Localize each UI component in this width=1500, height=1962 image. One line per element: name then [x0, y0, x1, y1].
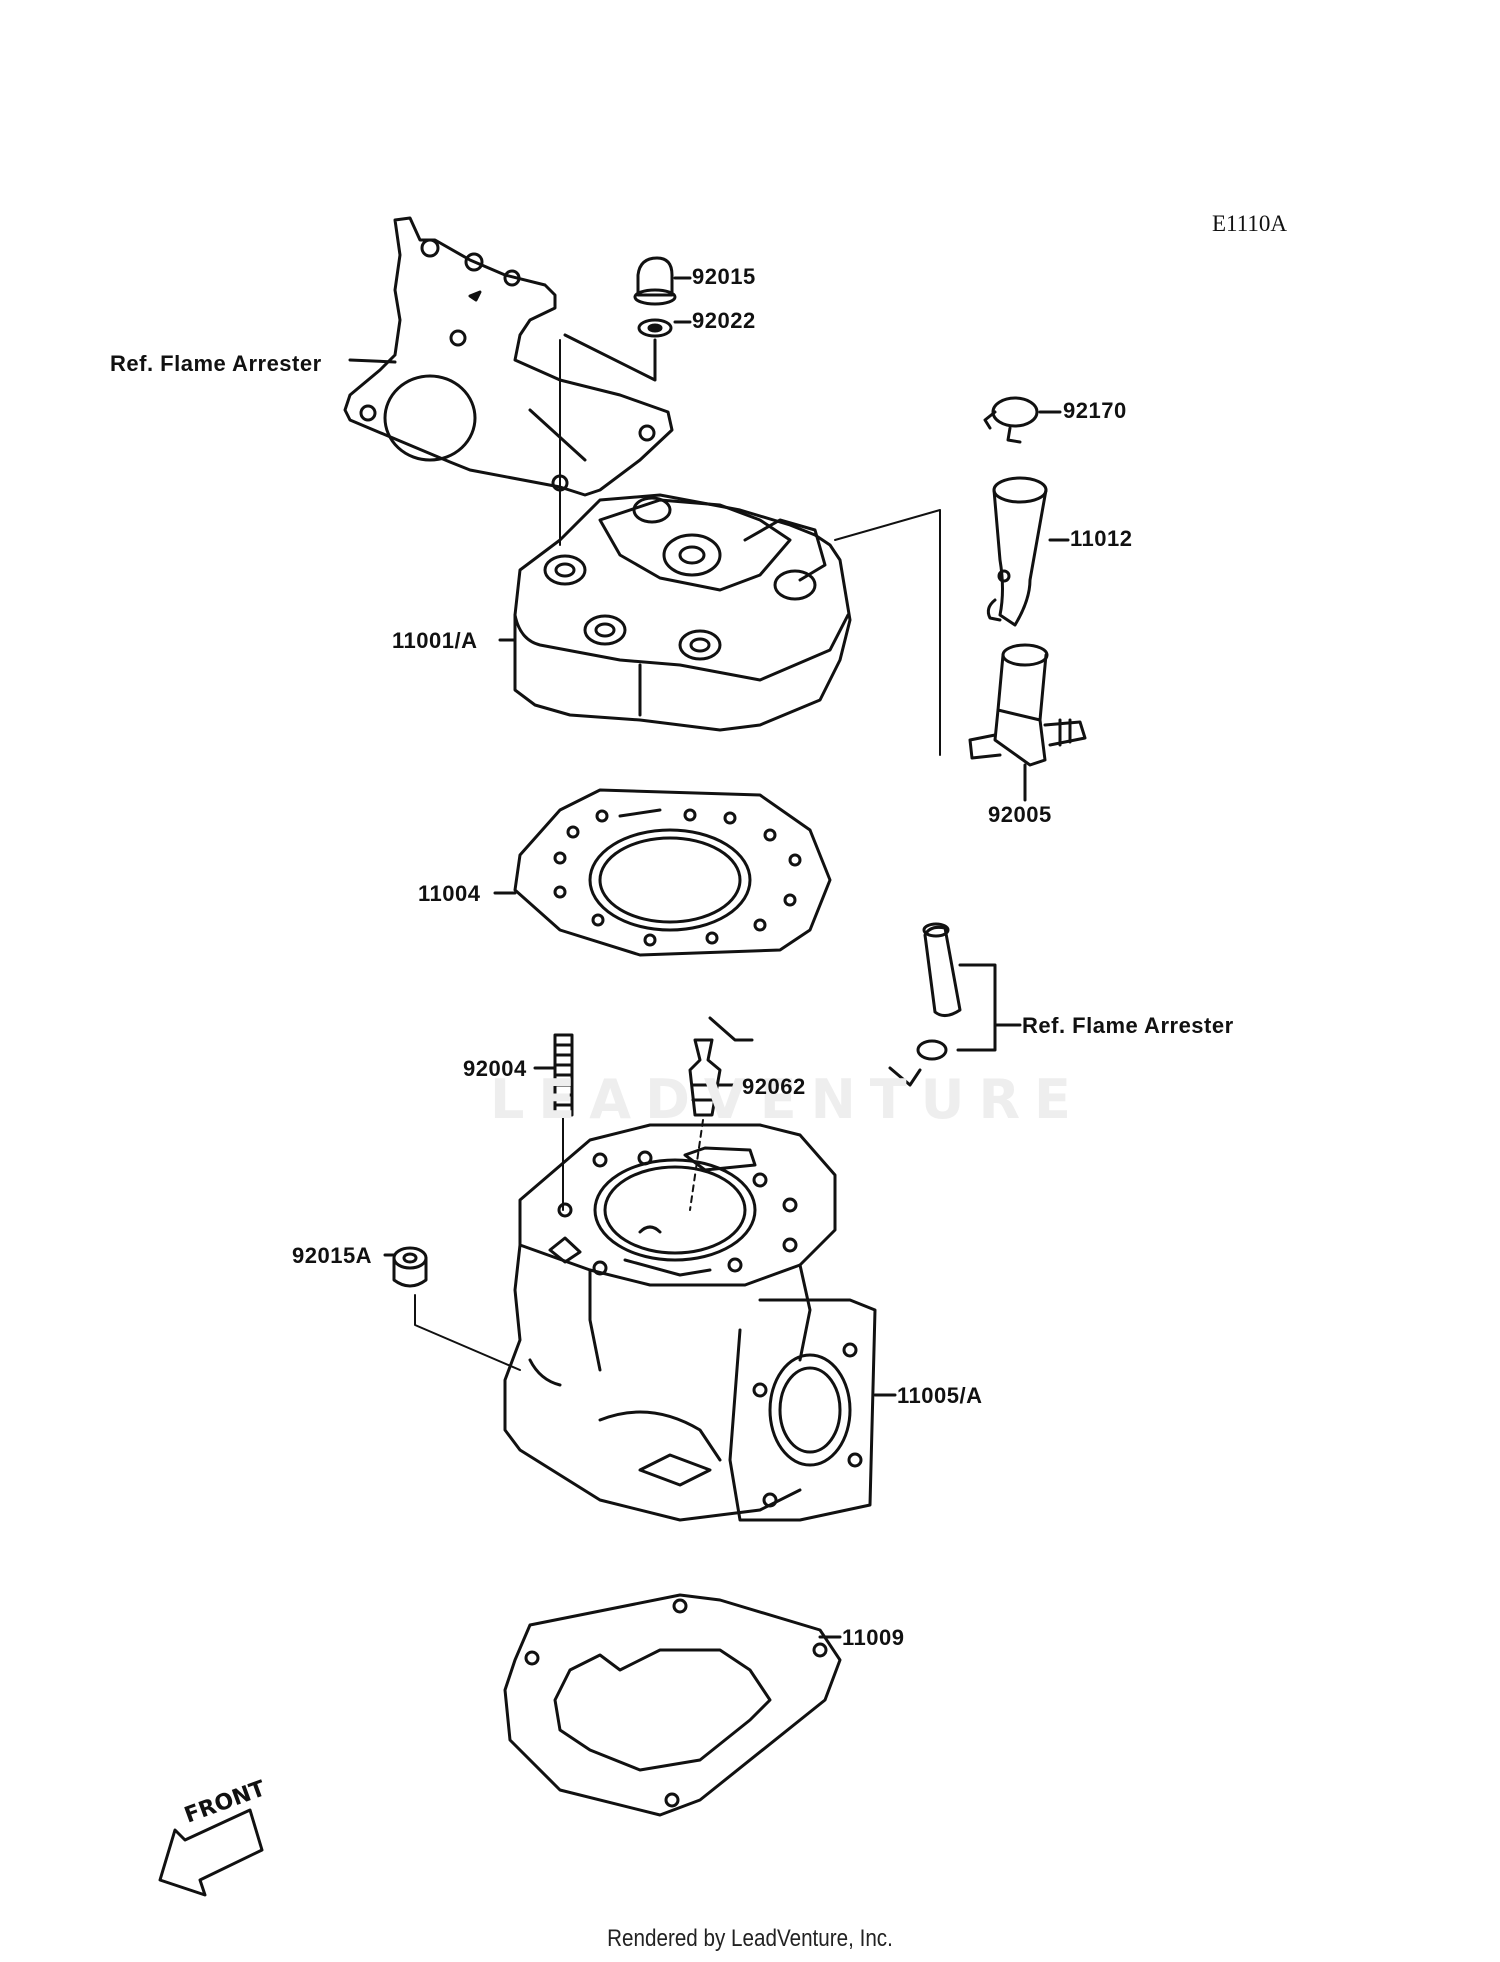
cap-nut-washer: [559, 256, 692, 546]
head-gasket: [493, 788, 832, 957]
diagram-code: E1110A: [1212, 211, 1287, 236]
part-label-92170: 92170: [1063, 398, 1127, 423]
part-label-92005: 92005: [988, 802, 1052, 827]
part-label-92004: 92004: [463, 1056, 527, 1081]
part-label-92015: 92015: [692, 264, 756, 289]
flange-nut: [383, 1246, 521, 1371]
hose-clamp: [983, 396, 1062, 444]
cylinder-head: [498, 493, 852, 732]
part-label-11012: 11012: [1070, 526, 1133, 551]
part-label-92022: 92022: [692, 308, 756, 333]
front-arrow-shape: [158, 1808, 264, 1897]
part-label-92015a: 92015A: [292, 1243, 373, 1268]
water-fitting: [968, 643, 1087, 802]
part-label-11009: 11009: [842, 1625, 905, 1650]
part-label-92062: 92062: [742, 1074, 806, 1099]
flame-arrester-bracket: [343, 216, 674, 497]
part-label-11001a: 11001/A: [392, 628, 478, 653]
watermark: LEADVENTURE: [490, 1068, 1085, 1131]
bypass-hose: [986, 476, 1070, 627]
leader-head-fitting: [834, 509, 941, 756]
part-label-11004: 11004: [418, 881, 481, 906]
part-label-ref-flame-arrester-mid: Ref. Flame Arrester: [1022, 1013, 1234, 1038]
cylinder: [503, 1123, 897, 1522]
stud-bolt: [533, 1033, 574, 1211]
part-label-11005a: 11005/A: [897, 1383, 983, 1408]
part-label-ref-flame-arrester-top: Ref. Flame Arrester: [110, 351, 322, 376]
arrester-tube: [888, 922, 1022, 1087]
footer-credit: Rendered by LeadVenture, Inc.: [607, 1925, 893, 1952]
leader-ref-top: [348, 358, 397, 364]
base-gasket: [503, 1593, 842, 1817]
